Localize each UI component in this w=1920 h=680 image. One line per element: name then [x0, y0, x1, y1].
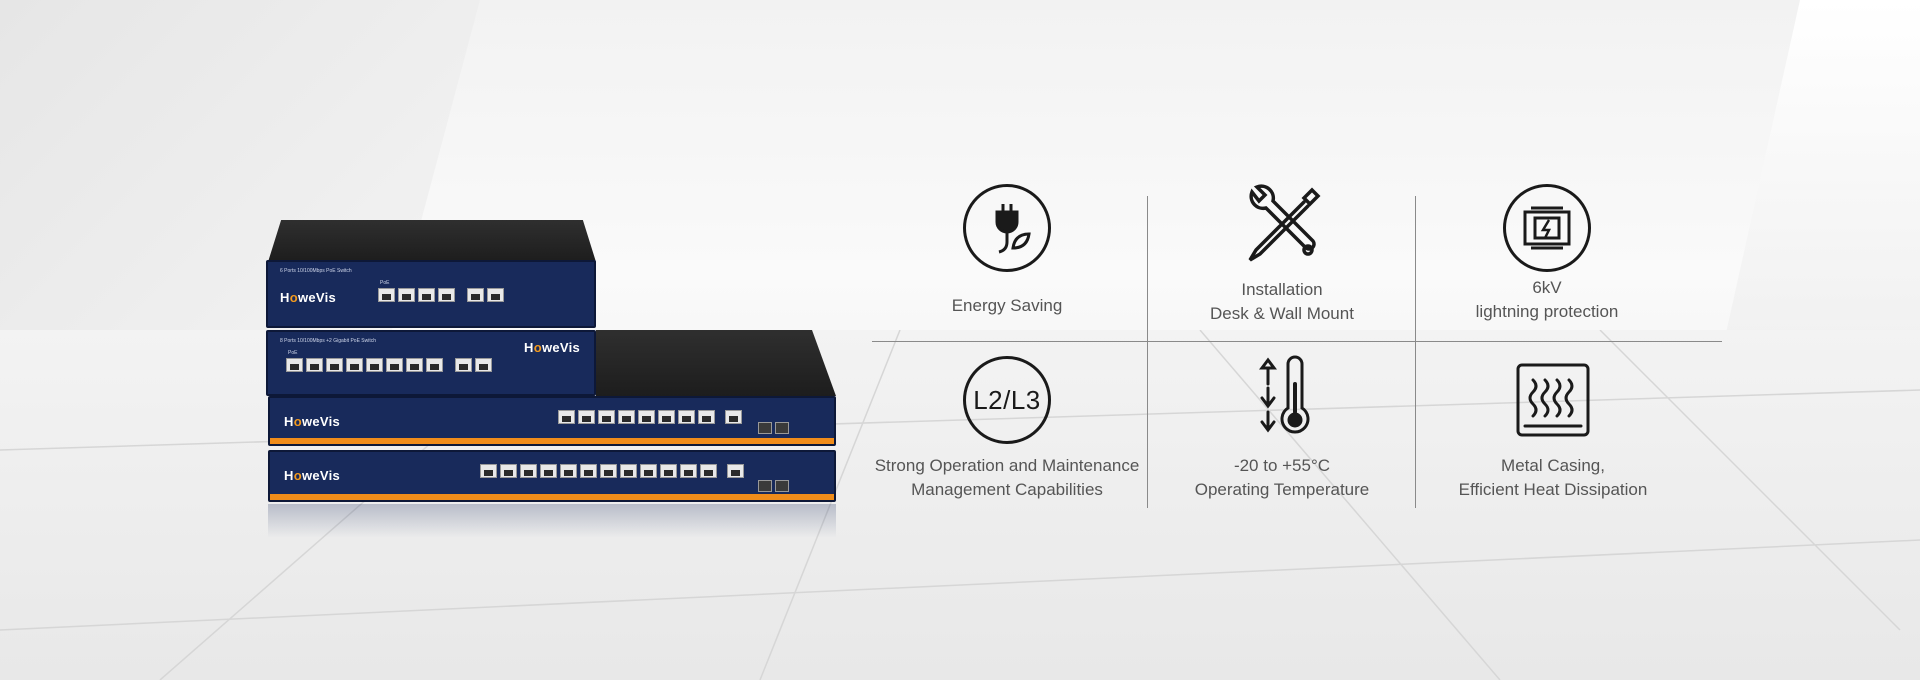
switch-top-lid — [268, 220, 596, 262]
brand-logo: HoweVis — [284, 468, 341, 483]
feature-energy-saving: Energy Saving — [872, 184, 1142, 318]
background-wall-right — [1720, 0, 1920, 360]
unit-caption: 6 Ports 10/100Mbps PoE Switch — [280, 268, 352, 274]
wrench-screwdriver-icon — [1238, 180, 1326, 268]
switch-unit-8-port: 8 Ports 10/100Mbps +2 Gigabit PoE Switch… — [266, 330, 596, 396]
feature-operating-temperature: -20 to +55°C Operating Temperature — [1147, 354, 1417, 502]
feature-text-line: -20 to +55°C — [1233, 456, 1331, 475]
switch-unit-16-port: HoweVis — [268, 396, 836, 446]
feature-l2-l3-management: L2/L3 Strong Operation and Maintenance M… — [872, 356, 1142, 502]
switch-unit-6-port: 6 Ports 10/100Mbps PoE Switch HoweVis Po… — [266, 260, 596, 328]
ethernet-ports — [378, 288, 504, 302]
thermometer-icon — [1238, 354, 1326, 444]
features-grid: Energy Saving Installation Desk & Wall M… — [872, 178, 1722, 508]
poe-label: PoE — [288, 350, 298, 356]
feature-installation: Installation Desk & Wall Mount — [1147, 180, 1417, 326]
feature-heat-dissipation: Metal Casing, Efficient Heat Dissipation — [1418, 362, 1688, 502]
lightning-protection-icon — [1412, 184, 1682, 272]
ethernet-ports — [286, 358, 492, 372]
divider-horizontal — [872, 341, 1722, 342]
ethernet-ports — [558, 410, 742, 424]
feature-lightning-protection: 6kV lightning protection — [1412, 184, 1682, 324]
feature-text-line: Operating Temperature — [1194, 480, 1370, 499]
brand-logo: HoweVis — [280, 290, 337, 305]
product-reflection — [268, 504, 836, 538]
brand-logo: HoweVis — [284, 414, 341, 429]
feature-text-line: Management Capabilities — [911, 480, 1103, 499]
switch-unit-24-port: HoweVis — [268, 450, 836, 502]
poe-switch-product-stack: 6 Ports 10/100Mbps PoE Switch HoweVis Po… — [262, 218, 842, 548]
plug-leaf-icon — [872, 184, 1142, 272]
feature-text-line: lightning protection — [1475, 302, 1619, 321]
feature-text-line: Energy Saving — [951, 296, 1063, 315]
feature-text-line: Efficient Heat Dissipation — [1458, 480, 1648, 499]
l2-l3-icon: L2/L3 — [872, 356, 1142, 444]
poe-label: PoE — [380, 280, 390, 286]
feature-text-line: 6kV — [1532, 278, 1562, 297]
ethernet-ports — [480, 464, 744, 478]
feature-text-line: Desk & Wall Mount — [1210, 304, 1354, 323]
brand-logo: HoweVis — [524, 340, 581, 355]
feature-text-line: Installation — [1241, 280, 1323, 299]
feature-text-line: Metal Casing, — [1501, 456, 1605, 475]
switch-top-lid — [596, 330, 836, 396]
unit-caption: 8 Ports 10/100Mbps +2 Gigabit PoE Switch — [280, 338, 377, 344]
divider-vertical — [1415, 196, 1416, 508]
sfp-ports — [758, 480, 789, 492]
sfp-ports — [758, 422, 789, 434]
feature-text-line: Strong Operation and Maintenance — [874, 456, 1140, 475]
heat-dissipation-icon — [1515, 362, 1591, 438]
divider-vertical — [1147, 196, 1148, 508]
